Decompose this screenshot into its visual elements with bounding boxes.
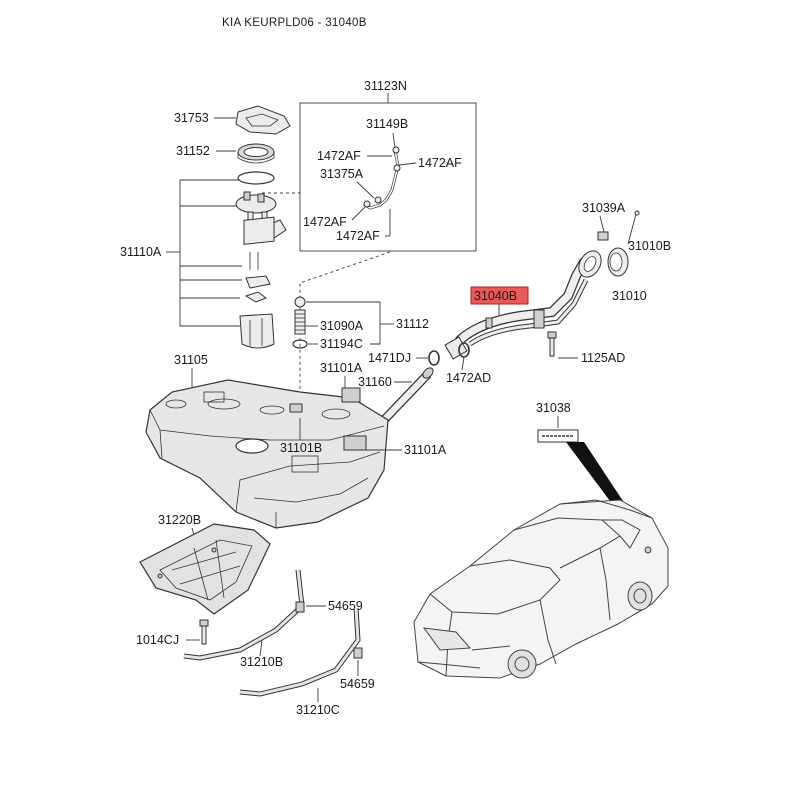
diagram-title: KIA KEURPLD06 - 31040B bbox=[222, 17, 367, 29]
lock-ring-part bbox=[237, 143, 275, 164]
label-31038[interactable]: 31038 bbox=[536, 401, 571, 415]
fuel-tank-part bbox=[145, 379, 389, 529]
spring-clip-part bbox=[244, 291, 268, 303]
fuel-sender-part bbox=[243, 216, 275, 270]
label-31101a-a[interactable]: 31101A bbox=[320, 361, 363, 375]
pump-reservoir-part bbox=[239, 313, 275, 349]
gasket-part bbox=[237, 171, 275, 185]
label-31149b[interactable]: 31149B bbox=[366, 117, 408, 131]
label-31039a[interactable]: 31039A bbox=[582, 201, 626, 215]
fuel-filler-neck-part bbox=[455, 250, 602, 347]
label-31375a[interactable]: 31375A bbox=[320, 167, 364, 181]
filter-clip-part bbox=[245, 275, 271, 289]
label-1472af-d[interactable]: 1472AF bbox=[336, 229, 380, 243]
label-1014cj[interactable]: 1014CJ bbox=[136, 633, 179, 647]
label-31112[interactable]: 31112 bbox=[396, 317, 429, 331]
label-31194c[interactable]: 31194C bbox=[320, 337, 363, 351]
heat-shield-part bbox=[139, 523, 271, 615]
label-31753[interactable]: 31753 bbox=[174, 111, 209, 125]
label-31160[interactable]: 31160 bbox=[358, 375, 392, 389]
label-31210b[interactable]: 31210B bbox=[240, 655, 283, 669]
label-1471dj[interactable]: 1471DJ bbox=[368, 351, 411, 365]
fuel-filler-cap-part bbox=[607, 247, 629, 277]
label-31123n[interactable]: 31123N bbox=[364, 79, 407, 93]
label-31010[interactable]: 31010 bbox=[612, 289, 647, 303]
car-illustration bbox=[413, 499, 669, 679]
bolt-1014cj-part bbox=[199, 619, 209, 645]
label-31210c[interactable]: 31210C bbox=[296, 703, 340, 717]
label-31040b-highlight bbox=[470, 286, 529, 305]
label-1472af-a[interactable]: 1472AF bbox=[317, 149, 361, 163]
label-31152[interactable]: 31152 bbox=[176, 144, 210, 158]
fuel-pump-cover-part bbox=[235, 105, 291, 135]
label-31040b[interactable]: 31040B bbox=[474, 289, 517, 303]
label-1472ad[interactable]: 1472AD bbox=[446, 371, 491, 385]
clip-31039a-part bbox=[597, 231, 609, 241]
tank-strap-31210b-part bbox=[183, 569, 305, 661]
label-31105[interactable]: 31105 bbox=[174, 353, 208, 367]
label-31110a[interactable]: 31110A bbox=[120, 245, 162, 259]
label-1472af-b[interactable]: 1472AF bbox=[418, 156, 462, 170]
valve-31101a-part bbox=[341, 387, 361, 403]
fuel-filter-part bbox=[292, 296, 308, 349]
label-54659-b[interactable]: 54659 bbox=[340, 677, 375, 691]
label-31090a[interactable]: 31090A bbox=[320, 319, 364, 333]
fuel-label-sticker-part bbox=[537, 429, 579, 443]
tank-strap-31210c-part bbox=[239, 607, 363, 697]
label-1472af-c[interactable]: 1472AF bbox=[303, 215, 347, 229]
label-31101b[interactable]: 31101B bbox=[280, 441, 322, 455]
label-31101a-b[interactable]: 31101A bbox=[404, 443, 447, 457]
label-1125ad[interactable]: 1125AD bbox=[581, 351, 625, 365]
label-31010b[interactable]: 31010B bbox=[628, 239, 671, 253]
bolt-1125ad-part bbox=[547, 331, 557, 357]
label-31220b[interactable]: 31220B bbox=[158, 513, 201, 527]
